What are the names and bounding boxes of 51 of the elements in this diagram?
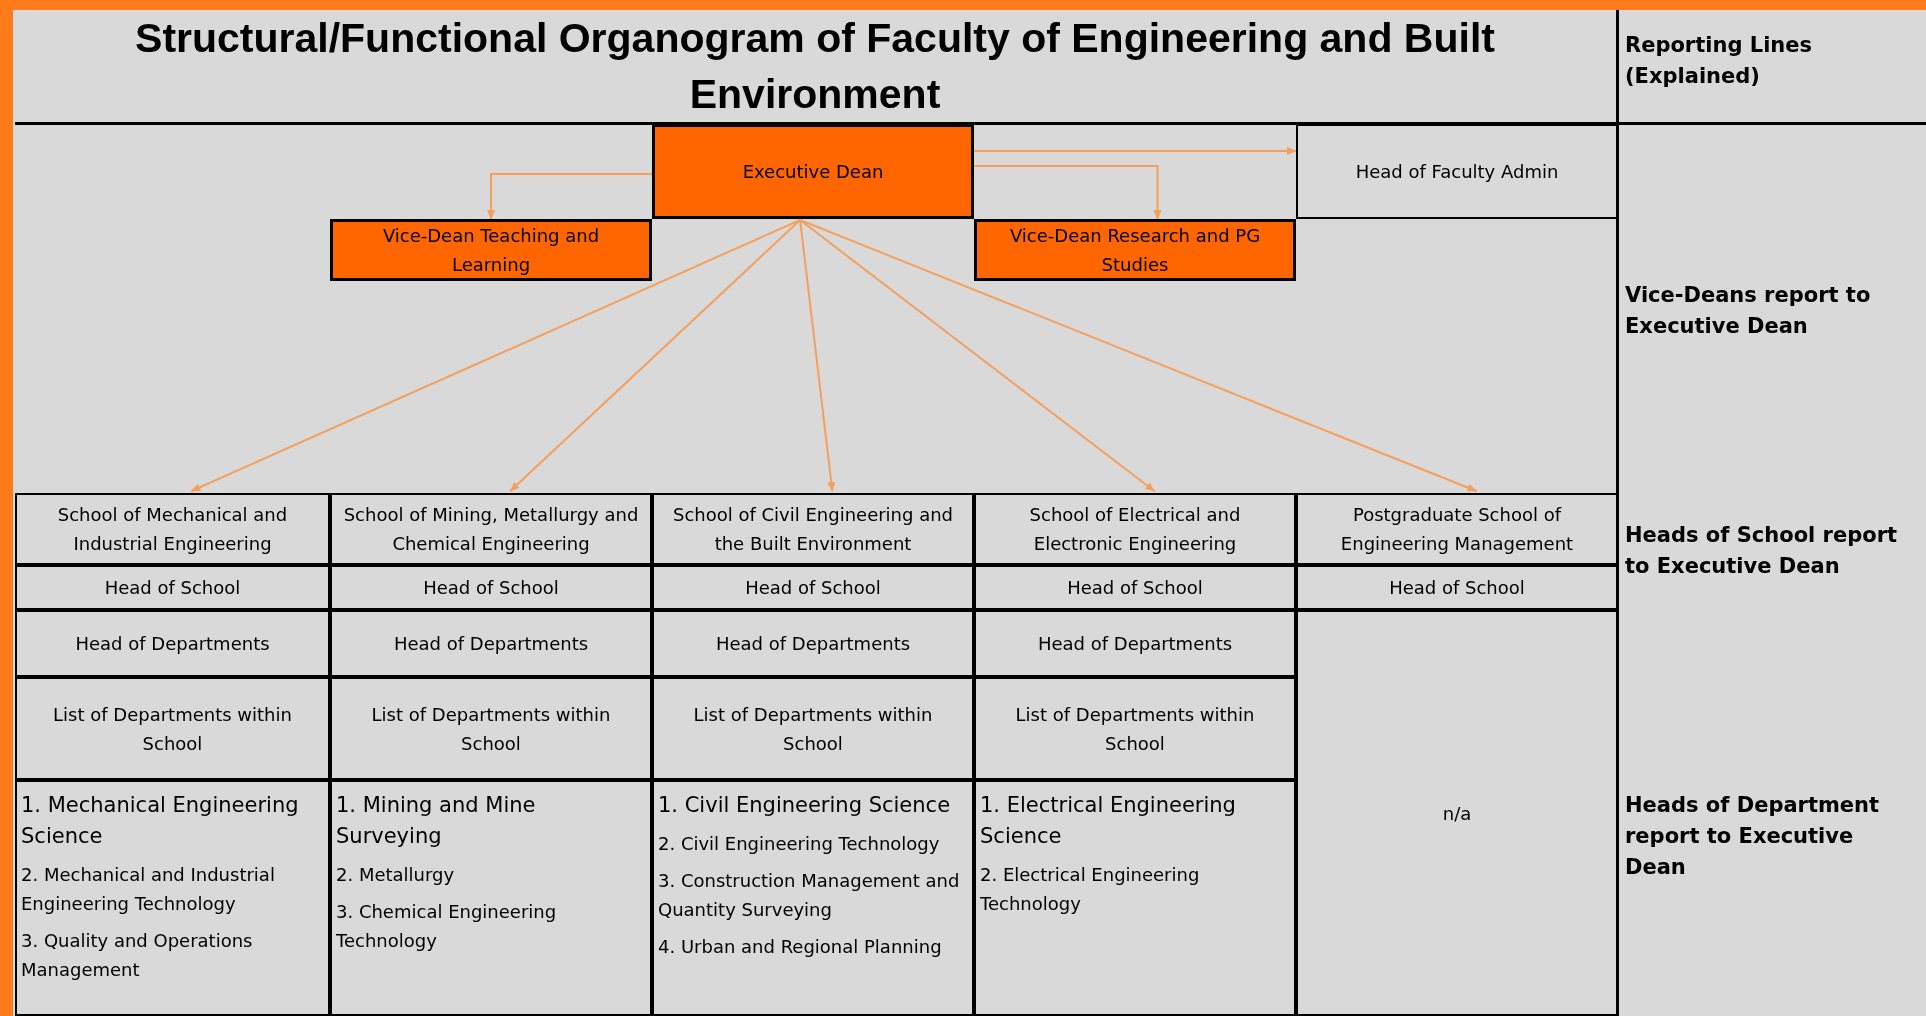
- table-cell: School of Civil Engineering and the Built Environment: [652, 493, 974, 565]
- reporting-note: Heads of School report to Executive Dean: [1625, 522, 1899, 580]
- table-cell: Head of School: [974, 565, 1296, 610]
- department-item: 1. Civil Engineering Science: [658, 792, 952, 819]
- department-item: 1. Electrical Engineering Science: [980, 792, 1237, 850]
- role-box: Vice-Dean Research and PG Studies: [974, 219, 1296, 281]
- reporting-note: Vice-Deans report to Executive Dean: [1625, 282, 1872, 340]
- table-cell: Head of School: [15, 565, 330, 610]
- table-cell: School of Mining, Metallurgy and Chemical Engineering: [330, 493, 652, 565]
- arrow: [799, 219, 1478, 492]
- department-item: 2. Metallurgy: [336, 863, 456, 887]
- reporting-note: Heads of Department report to Executive Dean: [1625, 792, 1881, 881]
- table-cell: Head of Departments: [330, 610, 652, 677]
- department-item: 4. Urban and Regional Planning: [658, 935, 943, 959]
- department-list-cell: [15, 780, 330, 1016]
- department-item: 1. Mining and Mine Surveying: [336, 792, 537, 850]
- table-cell: Head of School: [1296, 565, 1618, 610]
- table-cell: List of Departments within School: [15, 677, 330, 780]
- table-cell: Head of Faculty Admin: [1296, 124, 1618, 219]
- table-cell: Head of Departments: [652, 610, 974, 677]
- table-cell: School of Electrical and Electronic Engineering: [974, 493, 1296, 565]
- title: Structural/Functional Organogram of Faculty of Engineering and Built Environment: [134, 14, 1496, 119]
- department-item: 2. Electrical Engineering Technology: [980, 863, 1201, 916]
- department-list-cell: [330, 780, 652, 1016]
- arrow: [973, 165, 1162, 220]
- department-item: 3. Construction Management and Quantity Surveying: [658, 869, 961, 922]
- table-cell: Head of School: [652, 565, 974, 610]
- department-list-cell: [974, 780, 1296, 1016]
- department-item: 1. Mechanical Engineering Science: [21, 792, 300, 850]
- arrow: [799, 219, 836, 492]
- table-cell: Head of Departments: [15, 610, 330, 677]
- department-item: 3. Chemical Engineering Technology: [336, 900, 558, 953]
- reporting-note: Reporting Lines (Explained): [1625, 32, 1814, 90]
- role-box: Vice-Dean Teaching and Learning: [330, 219, 652, 281]
- table-cell: School of Mechanical and Industrial Engineering: [15, 493, 330, 565]
- table-cell: Head of Departments: [974, 610, 1296, 677]
- department-list-cell: [652, 780, 974, 1016]
- arrow: [799, 219, 1156, 492]
- table-cell: n/a: [1296, 610, 1618, 1016]
- department-item: 2. Mechanical and Industrial Engineering Technology: [21, 863, 276, 916]
- department-item: 2. Civil Engineering Technology: [658, 832, 941, 856]
- arrow: [487, 173, 653, 220]
- table-cell: Postgraduate School of Engineering Management: [1296, 493, 1618, 565]
- table-cell: List of Departments within School: [330, 677, 652, 780]
- table-cell: List of Departments within School: [974, 677, 1296, 780]
- department-item: 3. Quality and Operations Management: [21, 929, 254, 982]
- arrow: [509, 219, 802, 492]
- arrow: [973, 147, 1297, 155]
- table-cell: List of Departments within School: [652, 677, 974, 780]
- table-cell: Head of School: [330, 565, 652, 610]
- role-box: Executive Dean: [652, 124, 974, 219]
